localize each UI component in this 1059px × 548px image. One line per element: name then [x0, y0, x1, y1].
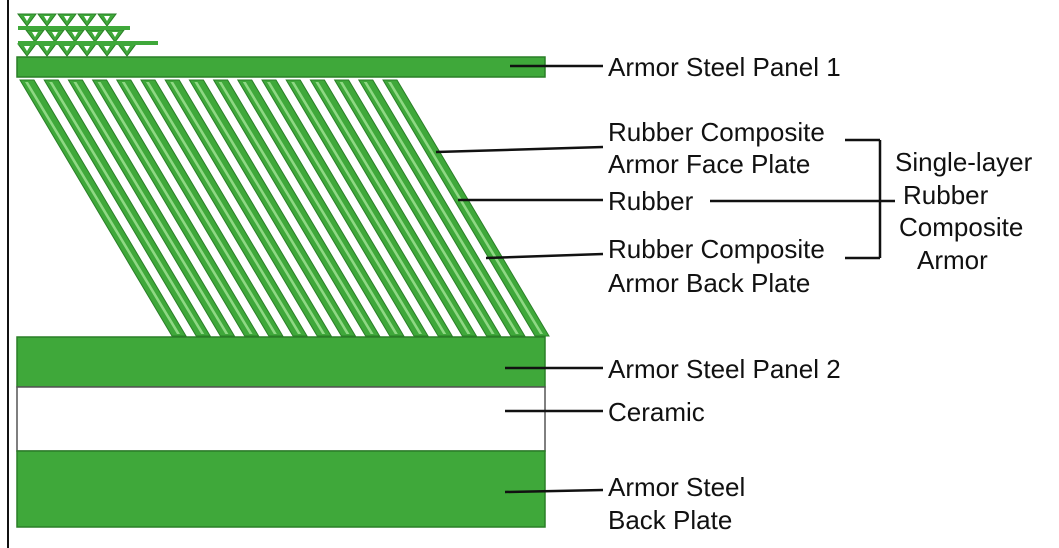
leader-line-steel-back-plate [504, 488, 604, 494]
label-ceramic: Ceramic [608, 397, 705, 427]
group-label-line3: Composite [899, 212, 1023, 242]
label-back-plate-line2: Armor Back Plate [608, 268, 810, 298]
zigzag-tooth-inner [84, 16, 90, 21]
label-steel-back-line2: Back Plate [608, 505, 732, 535]
ceramic-layer [16, 386, 546, 452]
label-rubber: Rubber [608, 186, 694, 216]
rubber-composite-slats [19, 79, 550, 337]
zigzag-tooth-inner [32, 32, 38, 37]
leader-line-back-plate [485, 252, 604, 260]
rubber-composite-slat [285, 79, 454, 337]
leader-line-face-plate [435, 145, 604, 154]
leader-lines [435, 64, 895, 494]
label-back-plate-line1: Rubber Composite [608, 234, 825, 264]
zigzag-tooth-inner [104, 16, 110, 21]
label-face-plate-line1: Rubber Composite [608, 117, 825, 147]
rubber-composite-slat [115, 79, 284, 337]
rubber-composite-slat [212, 79, 381, 337]
top-zigzag-fragment [17, 13, 158, 57]
rubber-composite-slat [43, 79, 212, 337]
rubber-composite-slat [67, 79, 236, 337]
rubber-composite-slat [309, 79, 478, 337]
rubber-composite-slat [382, 79, 550, 337]
zigzag-tooth-inner [24, 16, 30, 21]
rubber-composite-slat [164, 79, 333, 337]
zigzag-bar [18, 26, 130, 30]
zigzag-tooth-inner [64, 46, 70, 51]
zigzag-tooth-inner [52, 32, 58, 37]
zigzag-tooth-inner [44, 46, 50, 51]
rubber-composite-slat [140, 79, 308, 337]
zigzag-tooth-inner [44, 16, 50, 21]
group-label-line1: Single-layer [895, 147, 1033, 177]
group-label-line4: Armor [917, 245, 988, 275]
label-steel-back-line1: Armor Steel [608, 472, 745, 502]
group-label-line2: Rubber [903, 180, 989, 210]
label-armor-steel-panel-2: Armor Steel Panel 2 [608, 354, 841, 384]
zigzag-tooth-inner [104, 46, 110, 51]
rubber-composite-slat [333, 79, 502, 337]
zigzag-tooth-inner [64, 16, 70, 21]
zigzag-tooth-inner [72, 32, 78, 37]
zigzag-tooth-inner [92, 32, 98, 37]
armor-steel-panel-2 [16, 336, 546, 388]
zigzag-tooth-inner [124, 46, 130, 51]
zigzag-tooth-inner [84, 46, 90, 51]
armor-steel-back-plate [16, 450, 546, 528]
rubber-composite-slat [188, 79, 357, 337]
zigzag-tooth-inner [112, 32, 118, 37]
rubber-composite-slat [19, 79, 187, 337]
zigzag-bar [18, 41, 158, 45]
label-armor-steel-panel-1: Armor Steel Panel 1 [608, 52, 841, 82]
rubber-composite-slat [91, 79, 260, 337]
zigzag-tooth-inner [24, 46, 30, 51]
label-face-plate-line2: Armor Face Plate [608, 149, 810, 179]
armor-steel-panel-1 [16, 56, 546, 78]
rubber-composite-slat [357, 79, 526, 337]
rubber-composite-slat [261, 79, 429, 337]
rubber-composite-slat [236, 79, 405, 337]
